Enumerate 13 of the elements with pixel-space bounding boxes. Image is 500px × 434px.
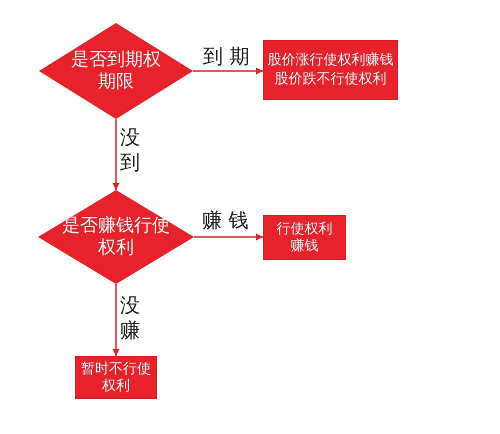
arrow [193, 68, 263, 74]
arrow [112, 119, 120, 190]
edge-label: 没到 [120, 125, 141, 175]
edge-label: 赚 钱 [202, 208, 248, 232]
edge-label: 没赚 [120, 293, 141, 343]
arrow [194, 234, 263, 240]
arrow [112, 284, 120, 356]
decision-diamond: 是否赚钱行使权利 [38, 190, 194, 284]
process-box: 暂时不行使权利 [75, 356, 157, 399]
process-box: 行使权利赚钱 [263, 215, 346, 260]
edge-label: 到 期 [203, 44, 250, 68]
process-box: 股价涨行使权利赚钱 股价跌不行使权利 [263, 40, 398, 100]
decision-diamond: 是否到期权期限 [39, 23, 193, 119]
